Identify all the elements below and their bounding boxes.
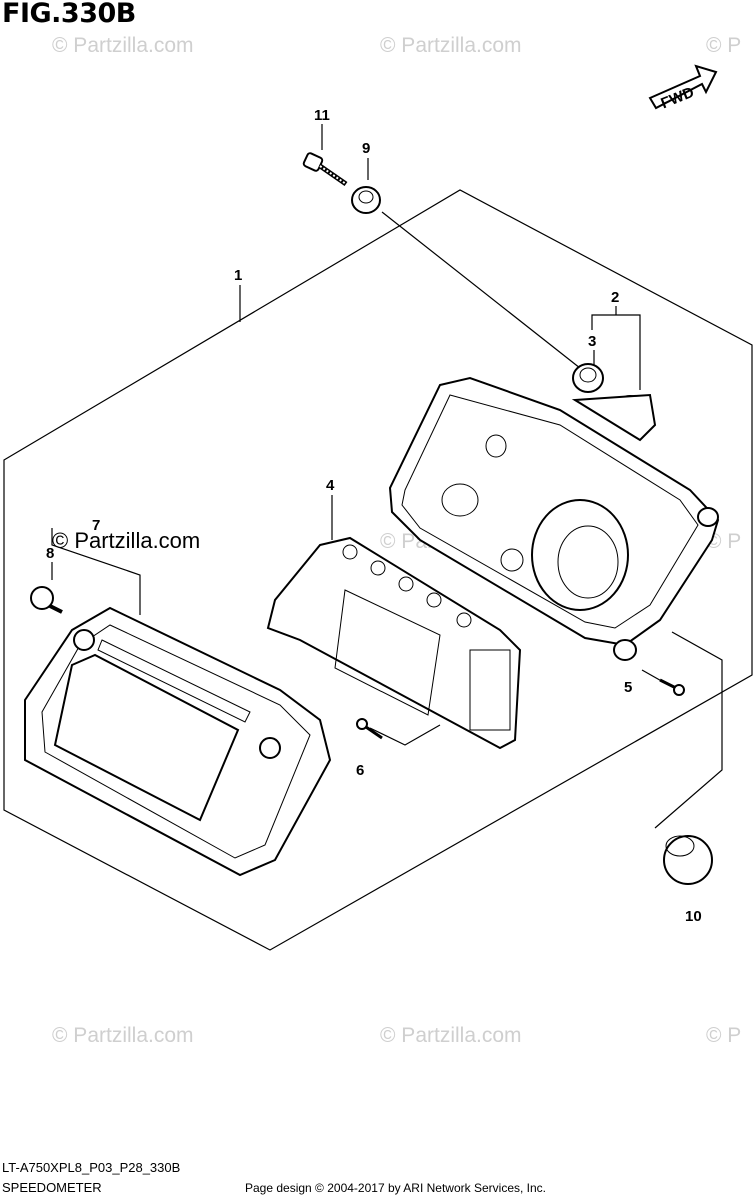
callout-5: 5 xyxy=(624,679,632,696)
leader-10 xyxy=(654,631,723,829)
watermark-partial: © P xyxy=(706,34,741,57)
callout-11: 11 xyxy=(314,107,330,124)
watermark: © Partzilla.com xyxy=(52,34,194,57)
leader-9b xyxy=(381,211,586,373)
part-8-screw xyxy=(30,586,63,614)
model-code: LT-A750XPL8_P03_P28_330B xyxy=(2,1160,181,1175)
callout-3: 3 xyxy=(588,333,596,350)
callout-9: 9 xyxy=(362,140,370,157)
part-3-grommet xyxy=(572,363,604,393)
callout-4: 4 xyxy=(326,477,335,494)
part-6-screw xyxy=(356,718,383,740)
watermark: © Partzilla.com xyxy=(380,34,522,57)
section-name: SPEEDOMETER xyxy=(2,1180,102,1195)
page-design-credit: Page design © 2004-2017 by ARI Network S… xyxy=(245,1181,547,1195)
figure-title: FIG.330B xyxy=(2,0,136,29)
part-2-rear-housing xyxy=(388,376,720,661)
leader-6 xyxy=(369,724,441,746)
part-11-screw xyxy=(302,152,348,187)
callout-1: 1 xyxy=(234,267,242,284)
callout-2: 2 xyxy=(611,289,619,306)
fwd-arrow-icon: FWD xyxy=(648,64,718,113)
callout-7: 7 xyxy=(92,517,100,534)
part-10-socket xyxy=(663,835,713,885)
watermark-partial: © P xyxy=(706,1024,741,1047)
leader-7 xyxy=(51,528,141,615)
watermark-dark: © Partzilla.com xyxy=(52,528,200,553)
watermark: © Partzilla.com xyxy=(52,1024,194,1047)
part-5-screw xyxy=(659,678,685,696)
part-4-meter-unit xyxy=(266,536,522,750)
part-7-front-cover xyxy=(24,606,332,877)
callout-8: 8 xyxy=(46,545,54,562)
callout-6: 6 xyxy=(356,762,364,779)
part-9-grommet xyxy=(351,186,381,214)
kit-boundary xyxy=(3,189,753,951)
callout-10: 10 xyxy=(685,908,702,925)
watermark: © Partzilla.com xyxy=(380,1024,522,1047)
fwd-label: FWD xyxy=(658,84,696,113)
watermark-partial: © P xyxy=(706,530,741,553)
